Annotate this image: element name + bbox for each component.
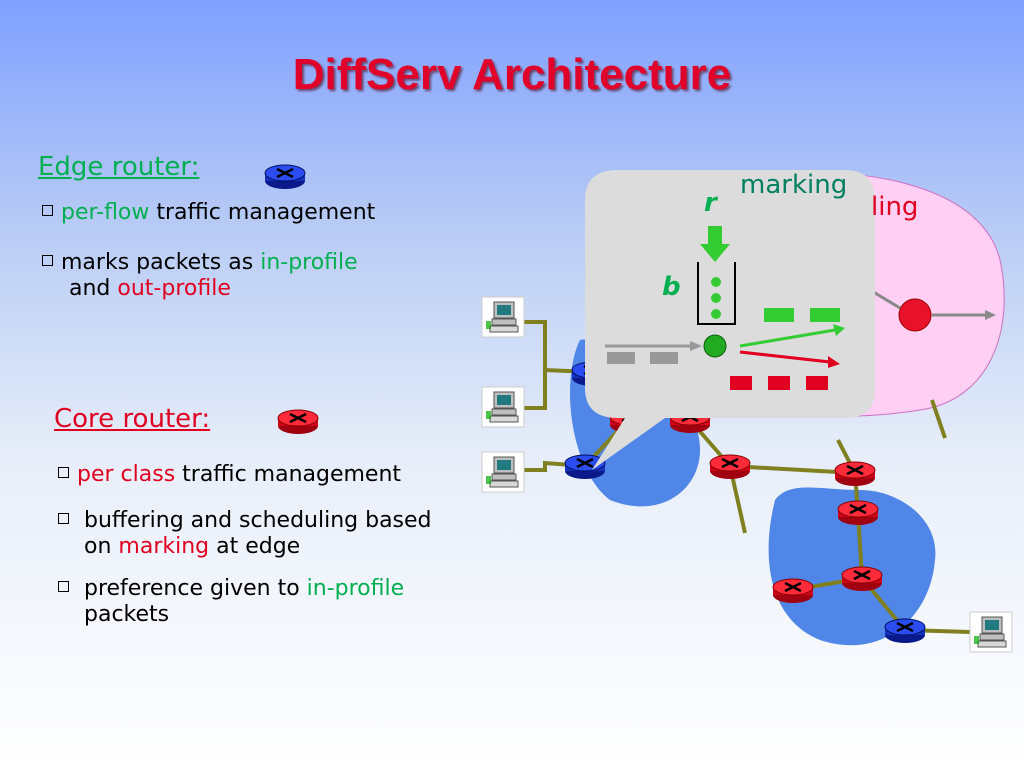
core-router-icon xyxy=(833,460,877,488)
bullet-square-icon xyxy=(58,513,69,524)
token-bucket xyxy=(697,262,736,325)
marking-label: marking xyxy=(740,170,848,200)
marking-callout xyxy=(585,170,875,470)
core-bullet-2: buffering and scheduling based on markin… xyxy=(58,508,432,561)
bullet-square-icon xyxy=(58,581,69,592)
core-router-icon xyxy=(836,499,880,527)
core-router-icon xyxy=(708,453,752,481)
bullet-square-icon xyxy=(42,205,53,216)
edge-bullet-1: per-flow traffic management xyxy=(42,200,375,226)
computer-icon xyxy=(969,611,1013,653)
edge-router-icon xyxy=(883,617,927,645)
marker-node xyxy=(703,334,727,358)
bucket-size-label: b xyxy=(662,272,681,302)
core-router-heading: Core router: xyxy=(54,404,211,434)
bullet-square-icon xyxy=(42,255,53,266)
scheduling-label: ling xyxy=(871,192,919,222)
core-router-icon xyxy=(771,577,815,605)
rate-arrow xyxy=(700,226,730,262)
computer-icon xyxy=(481,451,525,493)
edge-bullet-2: marks packets as in-profile and out-prof… xyxy=(42,250,358,303)
bullet-square-icon xyxy=(58,467,69,478)
scheduler-node xyxy=(898,298,932,332)
rate-label: r xyxy=(704,188,717,218)
core-bullet-1: per class traffic management xyxy=(58,462,401,488)
core-router-legend-icon xyxy=(276,408,320,436)
network-cloud-right xyxy=(768,487,936,646)
edge-router-heading: Edge router: xyxy=(38,152,200,182)
core-bullet-3: preference given to in-profile packets xyxy=(58,576,404,629)
edge-router-icon xyxy=(563,453,607,481)
computer-icon xyxy=(481,296,525,338)
edge-router-legend-icon xyxy=(263,163,307,191)
computer-icon xyxy=(481,386,525,428)
page-title: DiffServ Architecture xyxy=(292,50,732,99)
core-router-icon xyxy=(840,565,884,593)
